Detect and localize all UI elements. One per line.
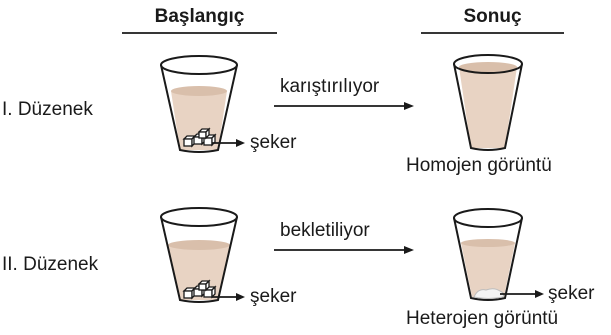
arrow-icon-setup1-sugar — [212, 139, 245, 147]
setup2-sugar-label: şeker — [250, 286, 297, 307]
sugar-cubes-icon-setup2 — [182, 279, 217, 300]
result-column-header: Sonuç — [463, 6, 522, 27]
arrow-icon-setup2-process — [274, 246, 414, 254]
arrow-icon-setup2-result-sugar — [500, 290, 544, 298]
cup-icon-setup1-result — [453, 54, 523, 151]
setup1-result-label: Homojen görüntü — [406, 155, 552, 176]
cup-icon-setup2-result — [453, 208, 523, 301]
sugar-cubes-icon-setup1 — [182, 127, 217, 148]
setup2-result-label: Heterojen görüntü — [406, 308, 559, 329]
cup-icon-setup2-start — [160, 207, 238, 303]
sediment-icon-setup2 — [473, 288, 505, 299]
setup2-result-sugar-label: şeker — [548, 283, 595, 304]
arrow-icon-setup1-process — [274, 102, 414, 110]
setup1-sugar-label: şeker — [250, 132, 297, 153]
setup2-name: II. Düzenek — [2, 254, 99, 275]
setup1-name: I. Düzenek — [2, 99, 93, 120]
setup2-action-label: bekletiliyor — [280, 220, 370, 241]
arrow-icon-setup2-sugar — [212, 293, 245, 301]
start-column-header: Başlangıç — [154, 6, 245, 27]
setup1-action-label: karıştırılıyor — [280, 76, 380, 97]
